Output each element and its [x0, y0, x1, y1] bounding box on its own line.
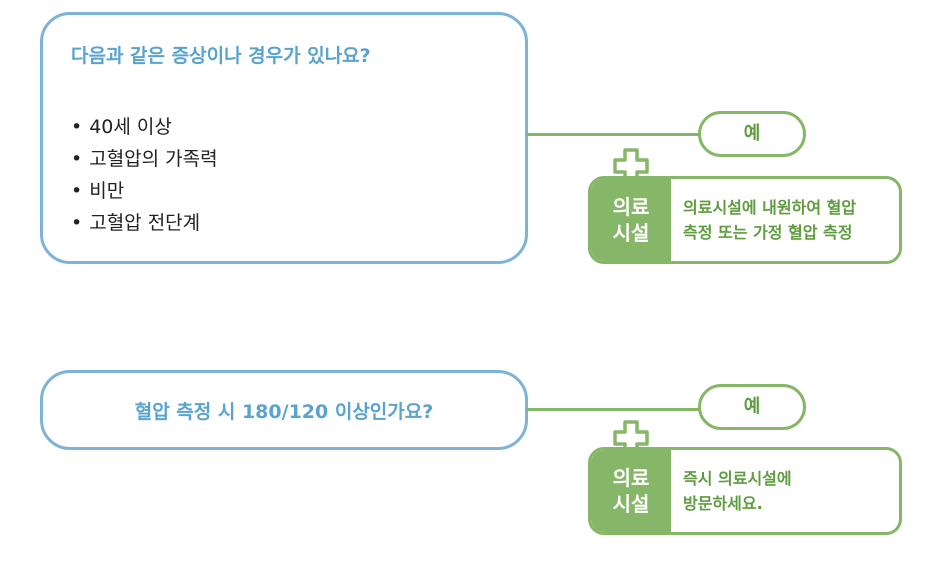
medical-facility-box: 의료 시설 의료시설에 내원하여 혈압 측정 또는 가정 혈압 측정	[588, 176, 902, 264]
question-box-symptoms: 다음과 같은 증상이나 경우가 있나요? 40세 이상 고혈압의 가족력 비만 …	[40, 12, 528, 264]
facility-instruction-line: 즉시 의료시설에	[683, 469, 792, 488]
facility-label: 의료 시설	[591, 179, 671, 261]
facility-instruction-line: 의료시설에 내원하여 혈압	[683, 198, 857, 217]
facility-instruction-line: 측정 또는 가정 혈압 측정	[683, 223, 853, 242]
list-item: 40세 이상	[71, 111, 218, 143]
facility-label-line: 시설	[612, 492, 650, 516]
facility-label-line: 의료	[612, 195, 650, 219]
list-item: 고혈압의 가족력	[71, 143, 217, 175]
facility-instruction: 의료시설에 내원하여 혈압 측정 또는 가정 혈압 측정	[683, 179, 893, 261]
facility-label-line: 시설	[612, 221, 650, 245]
yes-answer-badge: 예	[698, 384, 806, 430]
connector-line	[527, 408, 702, 411]
list-item: 고혈압 전단계	[71, 207, 218, 239]
question-box-blood-pressure: 혈압 측정 시 180/120 이상인가요?	[40, 370, 528, 450]
facility-label-line: 의료	[612, 466, 650, 490]
yes-answer-badge: 예	[698, 111, 806, 157]
question-title: 다음과 같은 증상이나 경우가 있나요?	[71, 45, 371, 67]
condition-list: 40세 이상 고혈압의 가족력 비만 고혈압 전단계	[71, 111, 218, 239]
medical-facility-box: 의료 시설 즉시 의료시설에 방문하세요.	[588, 447, 902, 535]
facility-instruction: 즉시 의료시설에 방문하세요.	[683, 450, 893, 532]
facility-instruction-line: 방문하세요.	[683, 494, 763, 513]
connector-line	[527, 133, 702, 136]
question-title: 혈압 측정 시 180/120 이상인가요?	[134, 401, 434, 423]
facility-label: 의료 시설	[591, 450, 671, 532]
list-item: 비만	[71, 175, 218, 207]
